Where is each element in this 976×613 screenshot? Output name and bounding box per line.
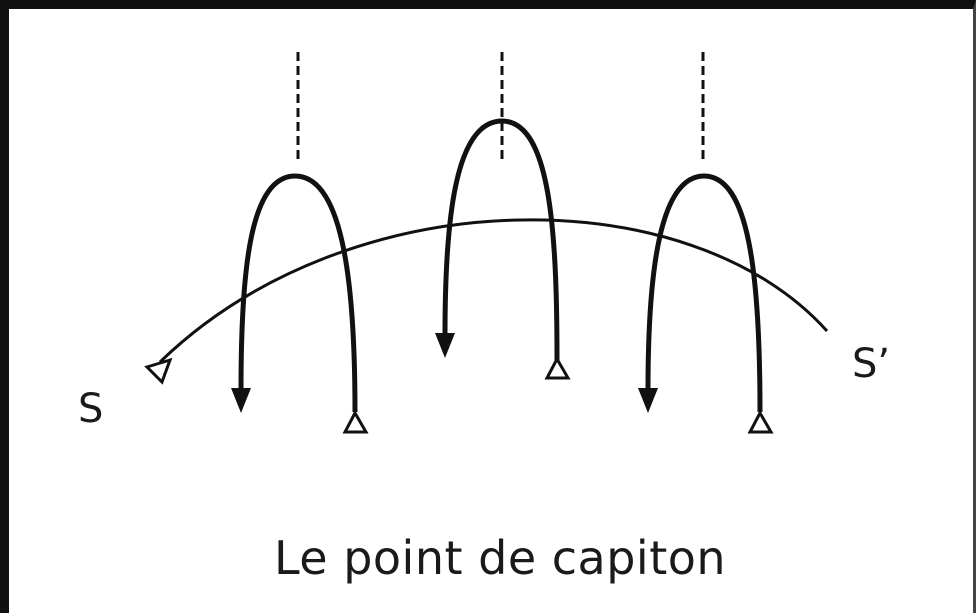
label-s: S bbox=[78, 386, 104, 432]
label-s-prime: S’ bbox=[852, 341, 891, 387]
quilting-loop-1 bbox=[238, 173, 358, 413]
quilting-arrowhead-1 bbox=[231, 388, 251, 413]
quilting-loop-3 bbox=[645, 173, 763, 413]
diagram-caption: Le point de capiton bbox=[273, 531, 727, 585]
quilting-arrowhead-3 bbox=[638, 388, 658, 413]
chain-start-open-triangle bbox=[144, 357, 173, 385]
quilting-start-triangle-2 bbox=[544, 355, 571, 380]
signifier-chain-arc bbox=[158, 218, 829, 364]
quilting-start-triangle-3 bbox=[747, 409, 774, 434]
quilting-start-triangle-1 bbox=[342, 409, 369, 434]
quilting-loop-2 bbox=[442, 118, 560, 361]
quilting-arrowhead-2 bbox=[435, 333, 455, 358]
